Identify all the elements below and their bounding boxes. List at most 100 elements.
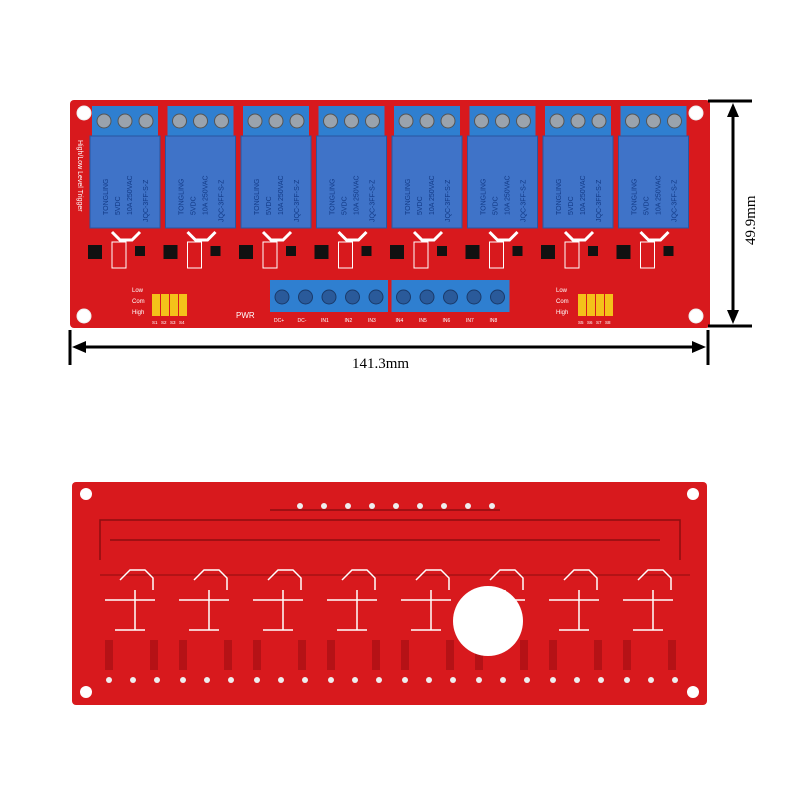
solder-point	[369, 503, 375, 509]
solder-pad	[594, 640, 602, 670]
solder-pad	[668, 640, 676, 670]
screw-icon	[268, 113, 284, 129]
width-dimension: 141.3mm	[68, 330, 710, 372]
relay-model: JQC-3FF-S-Z	[370, 179, 377, 222]
screw-icon	[396, 289, 411, 305]
relay-voltage: 5VDC	[115, 196, 122, 215]
transistor	[512, 246, 523, 256]
solder-point	[672, 677, 678, 683]
screw-icon	[490, 289, 505, 305]
relay-voltage: 5VDC	[191, 196, 198, 215]
optocoupler	[314, 245, 329, 259]
relay	[165, 135, 236, 229]
solder-pad	[105, 640, 113, 670]
jumper-label: S3	[170, 320, 176, 325]
jumper-label: S6	[587, 320, 593, 325]
screw-icon	[289, 113, 305, 129]
relay-model: JQC-3FF-S-Z	[596, 179, 603, 222]
mounting-hole	[688, 105, 704, 121]
height-label: 49.9mm	[743, 195, 759, 245]
jumper-label: S7	[596, 320, 602, 325]
relay-brand: TONGLING	[556, 179, 563, 215]
pcb-bottom	[72, 482, 707, 705]
relay	[89, 135, 161, 229]
solder-pad	[401, 640, 409, 670]
solder-point	[297, 503, 303, 509]
relay-model: JQC-3FF-S-Z	[143, 179, 150, 222]
smd-pad	[640, 241, 655, 269]
screw-icon	[365, 113, 380, 129]
relay-brand: TONGLING	[405, 179, 412, 215]
jumper-cap	[587, 294, 595, 316]
optocoupler	[541, 245, 555, 259]
smd-pad	[338, 241, 353, 269]
screw-icon	[419, 113, 435, 129]
relay-rating: 10A 250VAC	[278, 175, 285, 215]
trace-pattern	[327, 569, 377, 631]
transistor	[588, 246, 598, 256]
relay-voltage: 5VDC	[417, 196, 424, 215]
relay-rating: 10A 250VAC	[354, 175, 361, 215]
mounting-hole	[80, 686, 92, 698]
input-label: DC-	[298, 318, 307, 324]
solder-point	[278, 677, 284, 683]
solder-point	[352, 677, 358, 683]
mounting-hole	[76, 105, 92, 121]
optocoupler	[88, 245, 102, 259]
jumper-cap	[170, 294, 178, 316]
solder-pad	[520, 640, 528, 670]
mounting-hole	[688, 308, 704, 324]
transistor	[210, 246, 221, 256]
solder-point	[465, 503, 471, 509]
optocoupler	[465, 245, 480, 259]
input-label: IN2	[345, 318, 353, 324]
trace-pattern	[623, 569, 673, 631]
input-label: IN1	[321, 318, 329, 324]
input-label: IN6	[443, 318, 451, 324]
screw-icon	[495, 113, 510, 129]
diode-outline	[110, 230, 142, 242]
input-label: IN4	[396, 318, 404, 324]
solder-point	[624, 677, 630, 683]
diode-outline	[337, 230, 368, 242]
solder-point	[550, 677, 556, 683]
input-label: IN7	[466, 318, 474, 324]
optocoupler	[163, 245, 178, 259]
relay	[618, 135, 689, 229]
jumper-label: S2	[161, 320, 167, 325]
solder-point	[426, 677, 432, 683]
solder-point	[302, 677, 308, 683]
relay-model: JQC-3FF-S-Z	[219, 179, 226, 222]
jumper-high-label: High	[132, 310, 144, 316]
jumper-label: S8	[605, 320, 611, 325]
pwr-label: PWR	[236, 311, 255, 320]
transistor	[663, 246, 674, 256]
screw-icon	[646, 113, 661, 129]
jumper-cap	[179, 294, 187, 316]
relay-rating: 10A 250VAC	[505, 175, 512, 215]
screw-icon	[516, 113, 531, 129]
smd-pad	[262, 241, 278, 269]
solder-pad	[623, 640, 631, 670]
mounting-hole	[687, 488, 699, 500]
relay-voltage: 5VDC	[493, 196, 500, 215]
solder-point	[254, 677, 260, 683]
relay-model: JQC-3FF-S-Z	[294, 179, 301, 222]
screw-icon	[443, 289, 458, 305]
relay-model: JQC-3FF-S-Z	[445, 179, 452, 222]
screw-icon	[398, 113, 414, 129]
screw-icon	[345, 289, 360, 305]
solder-point	[345, 503, 351, 509]
screw-icon	[117, 113, 133, 129]
jumper-com-label: Com	[556, 299, 569, 305]
jumper-low-label: Low	[556, 288, 568, 294]
jumper-com-label: Com	[132, 299, 145, 305]
solder-point	[524, 677, 530, 683]
